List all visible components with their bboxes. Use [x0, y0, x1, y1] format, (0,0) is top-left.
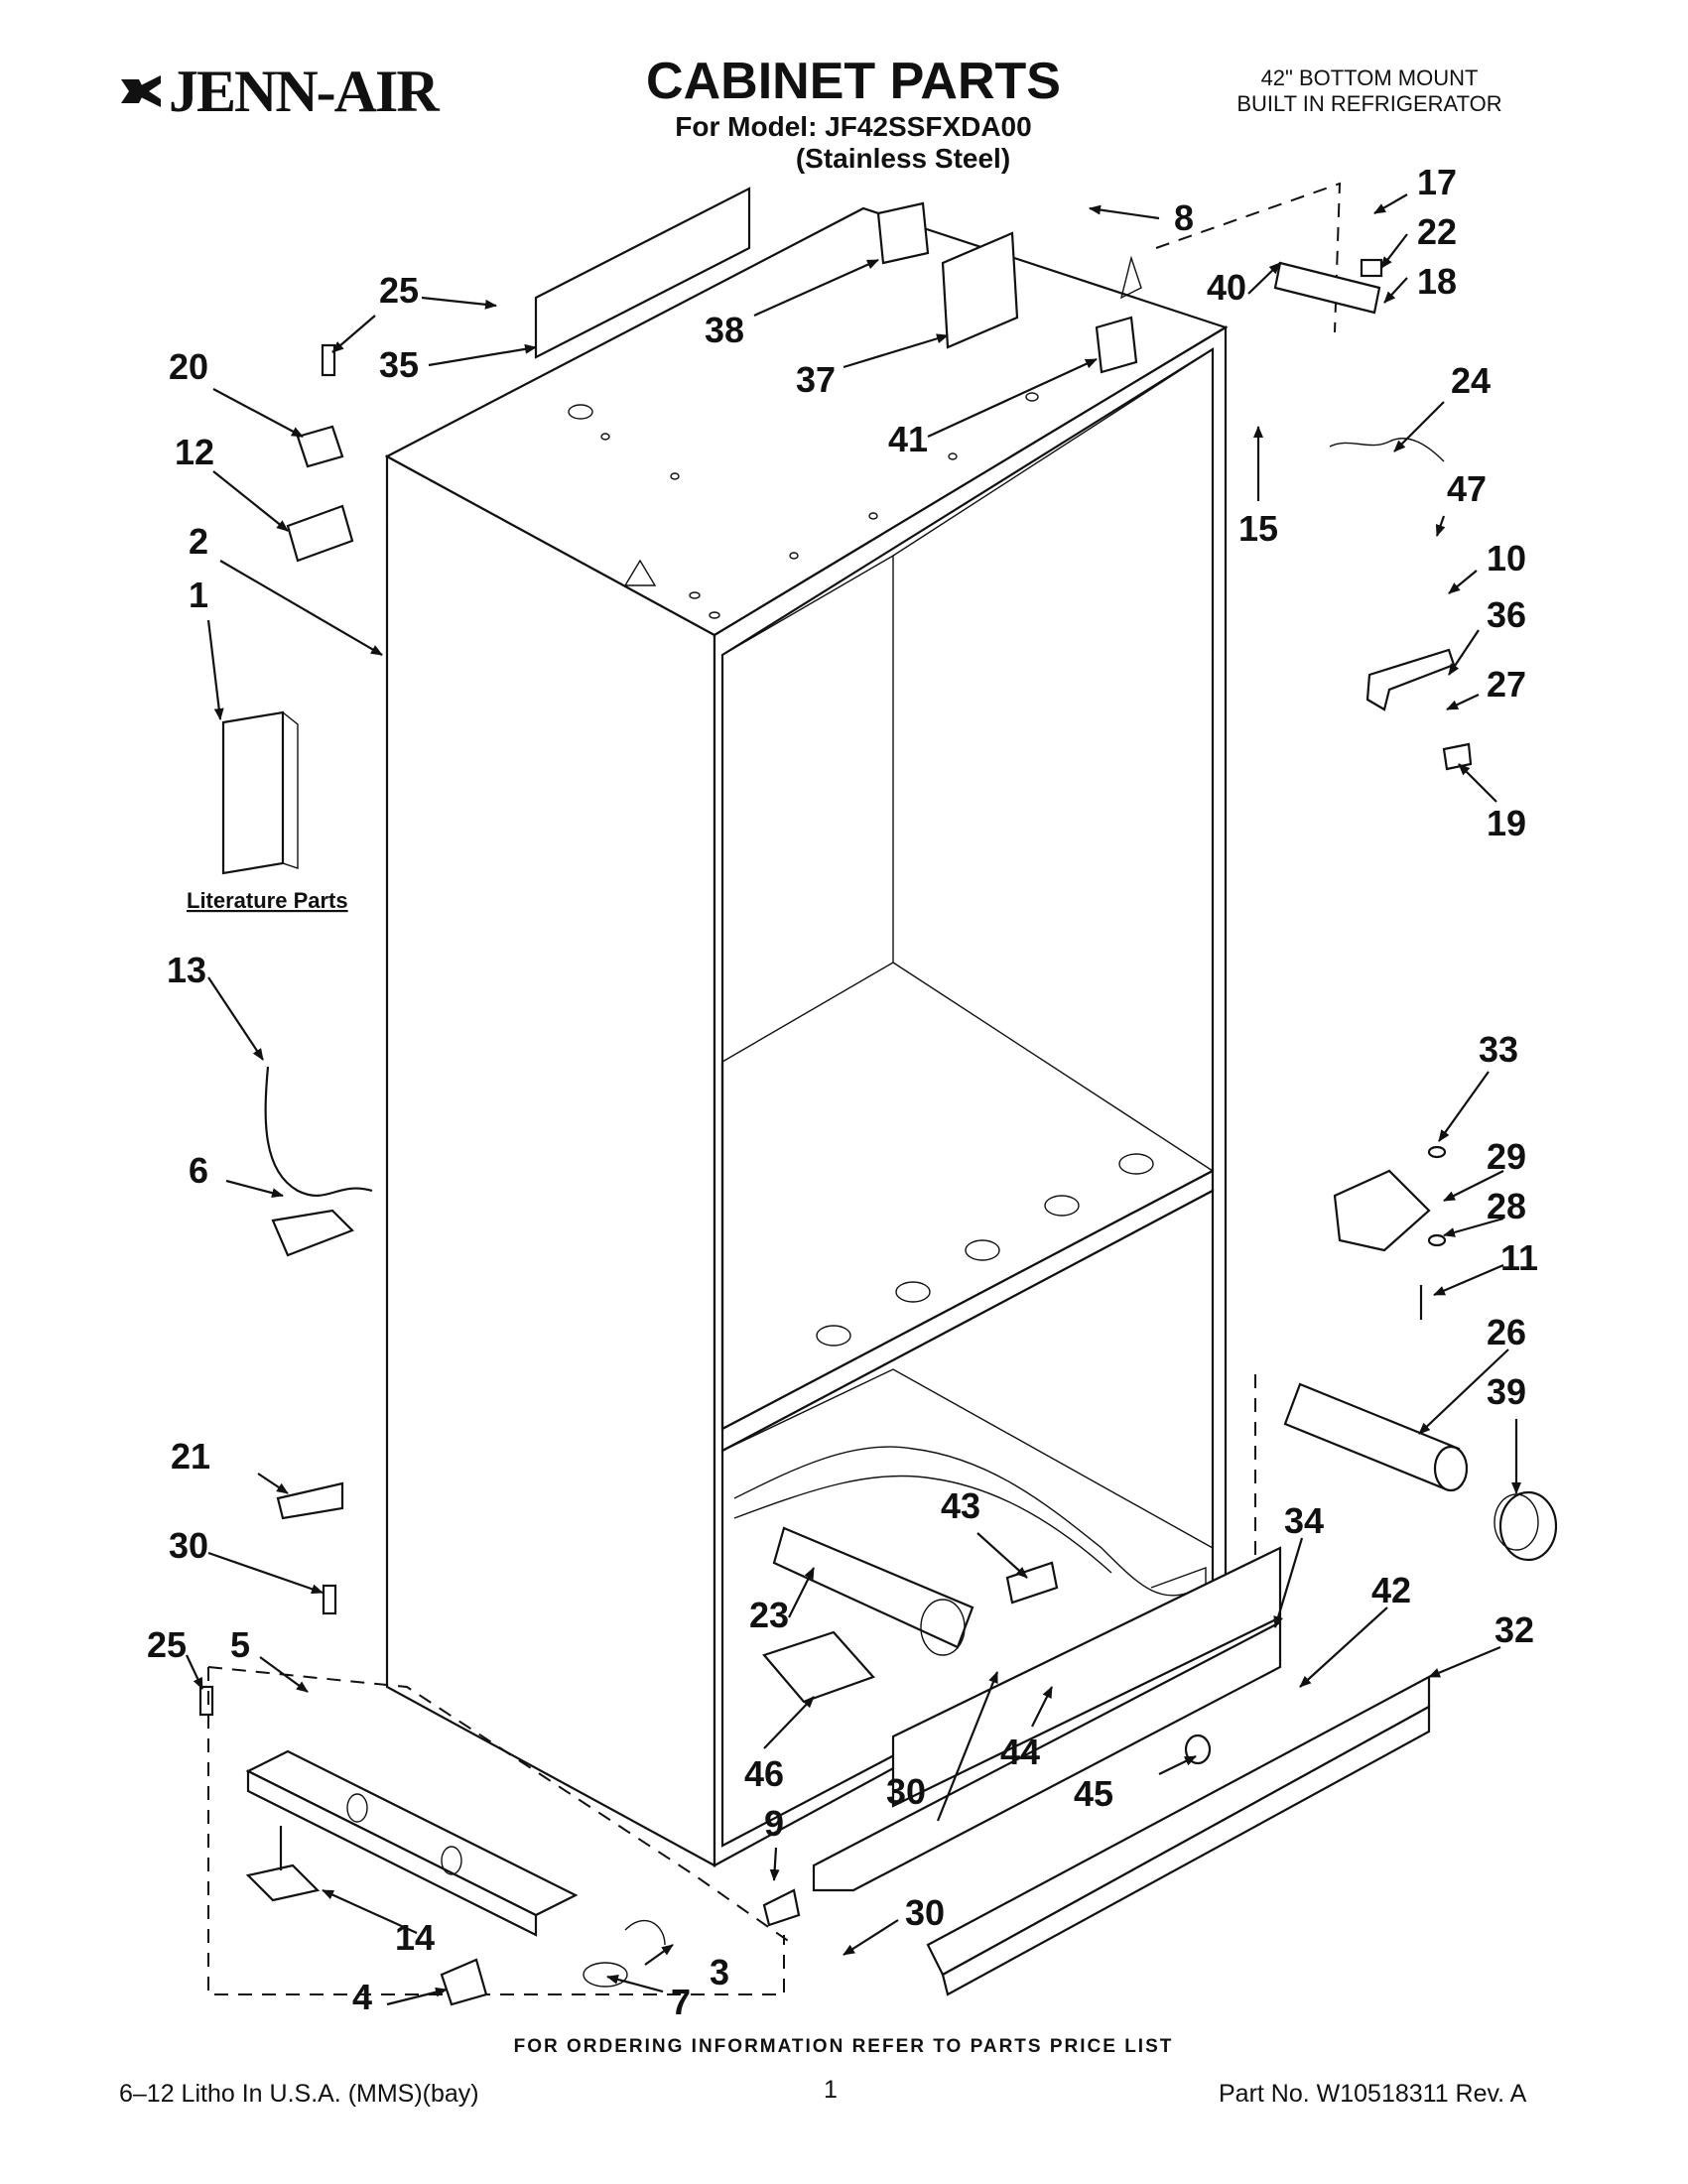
- model-line: For Model: JF42SSFXDA00: [675, 111, 1032, 142]
- callout-22: 22: [1417, 211, 1457, 252]
- callout-8: 8: [1174, 197, 1194, 238]
- ordering-note: FOR ORDERING INFORMATION REFER TO PARTS …: [513, 2036, 1174, 2057]
- callout-25-top: 25: [379, 270, 419, 311]
- callout-45: 45: [1074, 1773, 1113, 1814]
- page-title: CABINET PARTS: [646, 53, 1061, 110]
- callout-5: 5: [230, 1624, 250, 1665]
- litho-info: 6–12 Litho In U.S.A. (MMS)(bay): [119, 2080, 479, 2108]
- callout-39: 39: [1487, 1371, 1526, 1412]
- page-number: 1: [824, 2076, 838, 2104]
- callout-11: 11: [1500, 1237, 1538, 1278]
- callout-32: 32: [1494, 1609, 1534, 1650]
- callout-7: 7: [671, 1982, 691, 2022]
- callout-14: 14: [395, 1917, 435, 1958]
- callout-46: 46: [744, 1753, 784, 1794]
- product-description: 42" BOTTOM MOUNT BUILT IN REFRIGERATOR: [1191, 65, 1548, 117]
- brand-logo: JENN-AIR: [119, 59, 440, 124]
- callout-17: 17: [1417, 162, 1457, 202]
- cabinet-body: [384, 187, 1229, 1867]
- brand-name: JENN-AIR: [169, 59, 440, 124]
- callout-3: 3: [710, 1952, 729, 1992]
- callout-30-bottom: 30: [905, 1892, 945, 1933]
- callout-43: 43: [941, 1485, 980, 1526]
- callout-41: 41: [888, 419, 928, 459]
- callout-12: 12: [175, 432, 214, 472]
- callout-24: 24: [1451, 360, 1491, 401]
- callout-30-lower: 30: [886, 1771, 926, 1812]
- callout-34: 34: [1284, 1500, 1324, 1541]
- brand-swoosh-icon: [119, 71, 163, 111]
- callout-40: 40: [1207, 267, 1246, 308]
- callout-33: 33: [1479, 1029, 1518, 1070]
- callout-6: 6: [189, 1150, 208, 1191]
- callout-28: 28: [1487, 1186, 1526, 1226]
- literature-parts-label: Literature Parts: [187, 888, 348, 913]
- callout-25-bottom: 25: [147, 1624, 187, 1665]
- callout-15: 15: [1238, 508, 1278, 549]
- callout-1: 1: [189, 575, 208, 615]
- callout-27: 27: [1487, 664, 1526, 705]
- callout-13: 13: [167, 950, 206, 990]
- callout-18: 18: [1417, 261, 1457, 302]
- callout-2: 2: [189, 521, 208, 562]
- product-line-2: BUILT IN REFRIGERATOR: [1236, 91, 1502, 116]
- right-parts: [1254, 438, 1558, 1677]
- callout-38: 38: [705, 310, 744, 350]
- product-line-1: 42" BOTTOM MOUNT: [1260, 65, 1479, 90]
- part-number: Part No. W10518311 Rev. A: [1219, 2080, 1527, 2108]
- callout-21: 21: [171, 1436, 210, 1477]
- callout-10: 10: [1487, 538, 1526, 578]
- base-assembly: [207, 1526, 1431, 2006]
- leader-lines: [186, 193, 1521, 2006]
- callout-29: 29: [1487, 1136, 1526, 1177]
- callout-47: 47: [1447, 468, 1487, 509]
- top-brackets: [876, 182, 1383, 374]
- callout-35: 35: [379, 344, 419, 385]
- callout-23: 23: [749, 1595, 789, 1635]
- callout-20: 20: [169, 346, 208, 387]
- callout-4: 4: [352, 1977, 372, 2017]
- callout-44: 44: [1000, 1732, 1040, 1772]
- callout-42: 42: [1371, 1570, 1411, 1610]
- callout-19: 19: [1487, 803, 1526, 843]
- callout-26: 26: [1487, 1312, 1526, 1352]
- callout-37: 37: [796, 359, 836, 400]
- callout-labels: 8 17 22 18 40 24 47 10 36 27 19 15 33 29…: [147, 162, 1538, 2022]
- callout-36: 36: [1487, 594, 1526, 635]
- callout-9: 9: [764, 1803, 784, 1844]
- callout-30-left: 30: [169, 1525, 208, 1566]
- model-variant: (Stainless Steel): [795, 143, 1011, 174]
- left-parts: [198, 343, 373, 1717]
